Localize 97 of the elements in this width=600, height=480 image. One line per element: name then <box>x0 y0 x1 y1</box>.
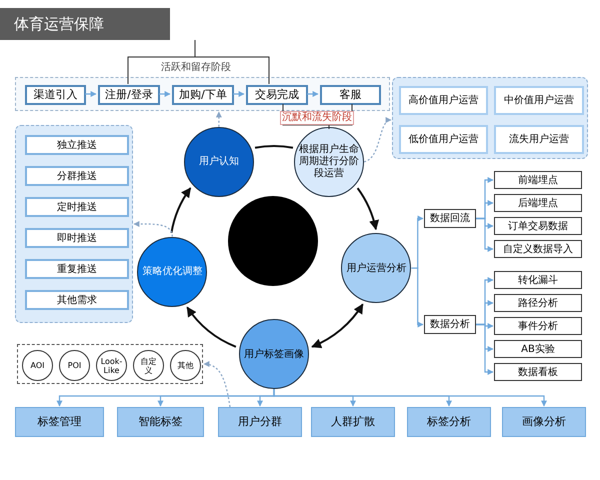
feature-label: 标签分析 <box>426 414 472 430</box>
stage-label: 根据用户生命周期进行分阶段运营 <box>298 144 360 180</box>
tag-label: Look-Like <box>100 356 124 374</box>
step-box <box>320 85 381 105</box>
push-label: 分群推送 <box>56 170 98 184</box>
step-box <box>98 85 160 105</box>
push-box <box>25 135 129 155</box>
title: 体育运营保障 <box>14 14 104 35</box>
stage-label: 用户运营分析 <box>345 262 408 276</box>
arrow <box>411 267 424 328</box>
leaf-label: 后端埋点 <box>517 196 559 210</box>
push-box <box>25 166 129 186</box>
branch-box <box>424 315 476 334</box>
arrow <box>356 188 378 230</box>
value-label: 低价值用户运营 <box>408 132 480 147</box>
value-label: 流失用户运营 <box>508 132 570 147</box>
arrow <box>186 306 236 348</box>
feature-box <box>502 407 586 437</box>
leaf-label: 订单交易数据 <box>507 220 569 234</box>
step-label: 交易完成 <box>254 86 300 103</box>
dotted-arrow <box>216 111 222 127</box>
feature-box <box>218 407 302 437</box>
push-label: 其他需求 <box>56 294 98 308</box>
leaf-box <box>494 171 582 189</box>
feature-box <box>117 407 204 437</box>
arrow <box>476 218 494 252</box>
value-box <box>494 125 584 154</box>
step-label: 注册/登录 <box>104 86 154 103</box>
dashed-frame <box>15 77 390 111</box>
dashed-frame <box>17 344 203 384</box>
step-label: 渠道引入 <box>32 86 78 103</box>
arrow <box>307 91 319 97</box>
value-label: 中价值用户运营 <box>503 94 575 108</box>
stage-note: 沉默和流失阶段 <box>280 111 354 125</box>
stage-label: 用户标签画像 <box>243 348 305 362</box>
leaf-label: 转化漏斗 <box>517 274 559 288</box>
dashed-panel <box>392 77 588 159</box>
tag-label: 其他 <box>176 361 194 370</box>
leaf-box <box>494 240 582 258</box>
leaf-box <box>494 363 582 381</box>
feature-box <box>407 407 491 437</box>
arrow <box>476 324 494 375</box>
leaf-label: 路径分析 <box>517 296 559 310</box>
feature-box <box>15 407 104 437</box>
step-box <box>25 85 86 105</box>
leaf-box <box>494 194 582 212</box>
push-box <box>25 228 129 248</box>
leaf-box <box>494 294 582 312</box>
leaf-label: AB实验 <box>520 342 556 356</box>
tag-label: POI <box>66 361 82 370</box>
push-label: 独立推送 <box>56 138 98 152</box>
value-box <box>494 86 584 115</box>
arrow <box>273 389 547 407</box>
feature-label: 用户分群 <box>237 414 283 430</box>
branch-label: 数据回流 <box>429 212 471 226</box>
arrow <box>311 304 364 348</box>
leaf-box <box>494 271 582 289</box>
dotted-arrow <box>203 361 231 408</box>
value-label: 高价值用户运营 <box>408 94 480 108</box>
value-box <box>399 125 488 154</box>
stage-label: 策略优化调整 <box>141 265 204 280</box>
feature-label: 智能标签 <box>138 414 184 430</box>
leaf-label: 前端埋点 <box>517 174 559 188</box>
step-box <box>246 85 308 105</box>
dotted-arrow <box>133 220 173 237</box>
branch-label: 数据分析 <box>429 318 471 332</box>
feature-label: 画像分析 <box>521 414 567 430</box>
feature-label: 标签管理 <box>36 414 82 430</box>
feature-box <box>311 407 395 437</box>
stage-label: 用户认知 <box>198 154 240 170</box>
branch-box <box>424 209 476 228</box>
dashed-panel <box>15 125 133 323</box>
feature-label: 人群扩散 <box>330 414 376 430</box>
dotted-arrow <box>364 118 392 162</box>
tag-label: AOI <box>30 361 46 370</box>
leaf-box <box>494 317 582 335</box>
step-label: 客服 <box>338 86 362 103</box>
push-label: 重复推送 <box>56 262 98 276</box>
leaf-label: 事件分析 <box>517 320 559 334</box>
push-box <box>25 259 129 279</box>
stage-note: 活跃和留存阶段 <box>160 62 232 74</box>
push-label: 即时推送 <box>56 232 98 246</box>
arrow <box>159 91 171 97</box>
arrow <box>170 187 192 234</box>
value-box <box>399 86 488 115</box>
push-box <box>25 290 129 310</box>
step-box <box>172 85 234 105</box>
push-label: 定时推送 <box>56 200 98 214</box>
leaf-label: 自定义数据导入 <box>502 242 574 256</box>
leaf-box <box>494 340 582 358</box>
arrow <box>85 91 97 97</box>
tag-label: 自定义 <box>140 356 158 374</box>
leaf-box <box>494 217 582 235</box>
step-label: 加购/下单 <box>178 86 228 103</box>
push-box <box>25 197 129 217</box>
arrow <box>233 91 245 97</box>
leaf-label: 数据看板 <box>517 366 559 380</box>
